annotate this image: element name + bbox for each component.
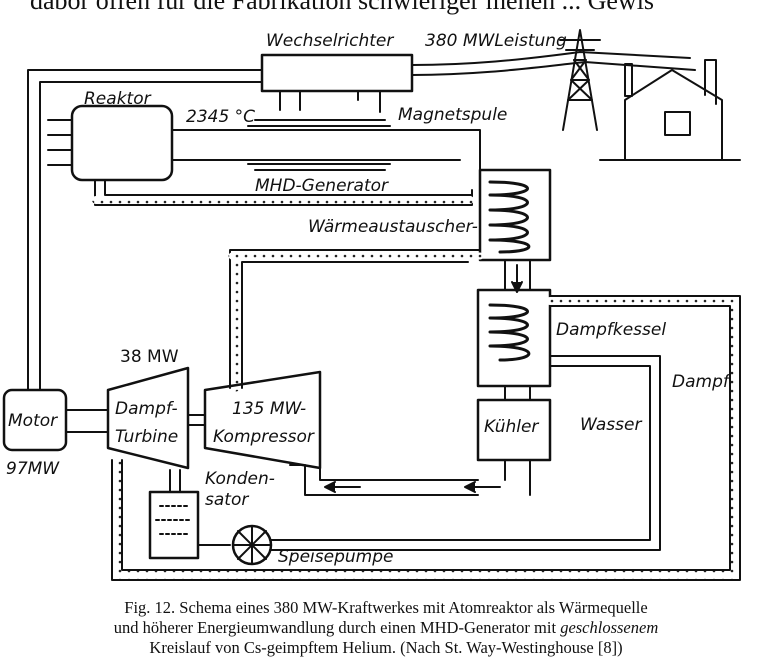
label-97mw: 97MW — [6, 459, 60, 479]
reaktor-control-rods — [47, 119, 73, 166]
wasser-pipe — [269, 355, 661, 551]
label-wechselrichter: Wechselrichter — [266, 31, 394, 51]
motor-box — [2, 388, 68, 452]
waermetauscher-coil — [488, 180, 531, 254]
output-line — [411, 51, 691, 66]
label-dampf: Dampf — [672, 372, 732, 392]
label-reaktor: Reaktor — [84, 89, 152, 109]
kuehler-box — [476, 398, 552, 462]
wechselrichter-box — [260, 53, 414, 93]
label-38mw: 38 MW — [120, 347, 179, 367]
power-plant-schematic: Wechselrichter 380 MWLeistung Reaktor 23… — [2, 29, 741, 581]
label-kompressor: Kompressor — [213, 427, 315, 447]
cut-off-top-text: dabor offen fur die Fabrikation schwieri… — [30, 0, 655, 15]
caption-line-2a: und höherer Energieumwandlung durch eine… — [113, 618, 561, 637]
mhd-duct — [171, 129, 481, 173]
label-waermetauscher: Wärmeaustauscher- — [308, 217, 478, 237]
caption-line-2: und höherer Energieumwandlung durch eine… — [0, 618, 772, 638]
label-magnetspule: Magnetspule — [398, 105, 507, 125]
house — [599, 59, 741, 161]
dampf-turbine — [106, 366, 190, 470]
motor-cable — [27, 69, 263, 391]
label-temperatur: 2345 °C — [186, 107, 255, 127]
label-speisepumpe: Speisepumpe — [278, 547, 393, 567]
label-leistung: 380 MWLeistung — [425, 31, 567, 51]
label-wasser: Wasser — [580, 415, 642, 435]
caption-line-2b: geschlossenem — [560, 618, 659, 637]
dampfkessel-box — [476, 288, 552, 388]
label-kuehler: Kühler — [484, 417, 539, 437]
label-kondensator-2: sator — [205, 490, 249, 510]
label-135mw: 135 MW- — [232, 399, 306, 419]
kompressor — [203, 370, 322, 470]
kondensator-box — [148, 490, 200, 560]
label-dampf-turbine-1: Dampf- — [115, 399, 178, 419]
caption-line-1: Fig. 12. Schema eines 380 MW-Kraftwerkes… — [124, 598, 648, 617]
dampfkessel-coil — [488, 303, 531, 362]
label-motor: Motor — [8, 411, 58, 431]
label-dampf-turbine-2: Turbine — [115, 427, 178, 447]
transmission-tower — [559, 29, 601, 131]
dampf-steam-pipe — [111, 295, 741, 581]
label-kondensator-1: Konden- — [205, 469, 275, 489]
figure-caption: Fig. 12. Schema eines 380 MW-Kraftwerkes… — [0, 598, 772, 658]
waermetauscher-box — [478, 168, 552, 262]
caption-line-3: Kreislauf von Cs-geimpftem Helium. (Nach… — [149, 638, 623, 657]
label-mhd-generator: MHD-Generator — [255, 176, 389, 196]
label-dampfkessel: Dampfkessel — [556, 320, 666, 340]
cooler-return — [289, 449, 479, 496]
reaktor-box — [70, 104, 174, 182]
